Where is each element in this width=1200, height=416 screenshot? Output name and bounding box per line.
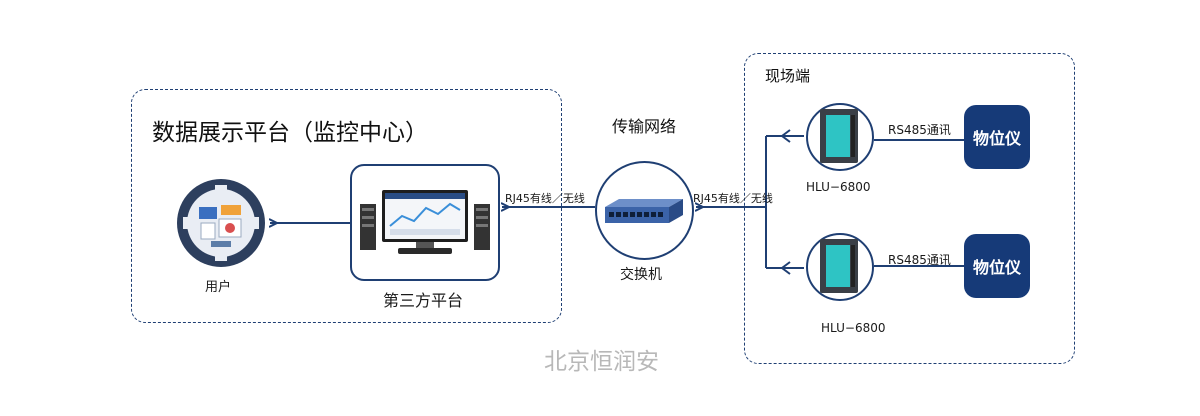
field-side-region xyxy=(744,53,1075,364)
user-dashboard-icon xyxy=(177,179,265,267)
company-watermark: 北京恒润安 xyxy=(544,349,659,375)
third-party-platform-card xyxy=(350,164,500,281)
hlu-device-icon xyxy=(806,233,874,301)
third-party-platform-label: 第三方平台 xyxy=(383,291,464,310)
left-link-label: RJ45有线／无线 xyxy=(505,192,585,205)
field-side-title: 现场端 xyxy=(765,67,811,85)
rs485-bottom-label: RS485通讯 xyxy=(888,253,951,267)
switch-node xyxy=(595,161,694,260)
device-top-node xyxy=(806,103,874,171)
user-node xyxy=(175,177,267,269)
right-link-label: RJ45有线／无线 xyxy=(693,192,773,205)
server-monitor-icon xyxy=(360,190,490,254)
network-switch-icon xyxy=(605,199,683,223)
hlu-device-icon xyxy=(806,103,874,171)
monitoring-center-title: 数据展示平台（监控中心） xyxy=(152,120,428,146)
device-bottom-node xyxy=(806,233,874,301)
transmission-network-title: 传输网络 xyxy=(612,117,677,136)
switch-label: 交换机 xyxy=(620,267,662,283)
device-bottom-label: HLU−6800 xyxy=(821,321,886,335)
device-top-label: HLU−6800 xyxy=(806,180,871,194)
level-meter-bottom: 物位仪 xyxy=(964,234,1030,298)
level-meter-top: 物位仪 xyxy=(964,105,1030,169)
user-label: 用户 xyxy=(205,280,232,295)
rs485-top-label: RS485通讯 xyxy=(888,123,951,137)
